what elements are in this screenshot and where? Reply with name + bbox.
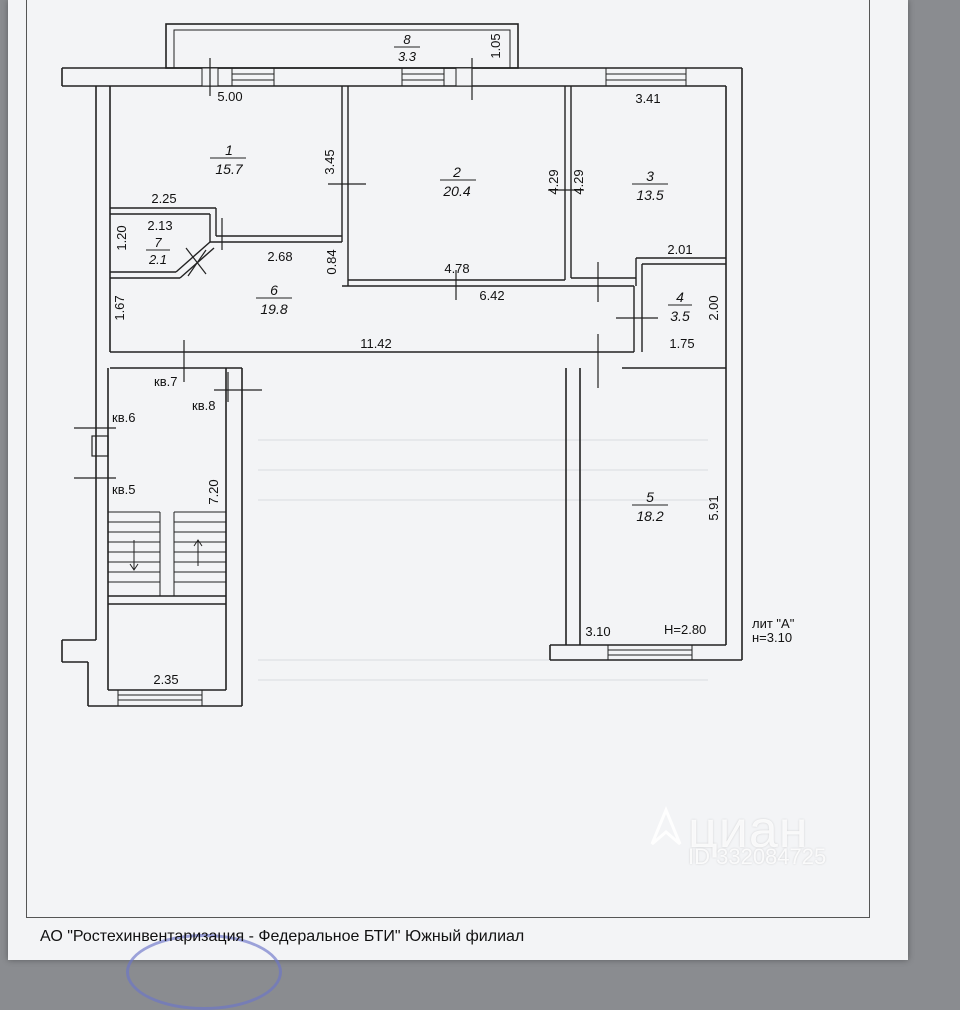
room-2-number: 2: [452, 164, 461, 180]
room-8-area: 3.3: [398, 49, 417, 64]
dim-room5-width: 3.10: [585, 624, 610, 639]
footer-organization: АО "Ростехинвентаризация - Федеральное Б…: [40, 928, 525, 945]
staircase: [108, 511, 226, 596]
page-frame: [26, 0, 870, 918]
dim-hall-step: 0.84: [324, 249, 339, 274]
room-6-area: 19.8: [260, 301, 287, 317]
liter-label: лит "А": [752, 616, 795, 631]
cian-logo-icon: [650, 806, 682, 846]
label-kv5: кв.5: [112, 482, 135, 497]
interior-walls: [108, 86, 726, 605]
room-1-area: 15.7: [215, 161, 243, 177]
room-number-rules: [146, 46, 692, 506]
room-7-area: 2.1: [148, 252, 167, 267]
document-page: 1 15.7 2 20.4 3 13.5 4 3.5 5 18.2 6 19.8…: [8, 0, 908, 1010]
label-kv8: кв.8: [192, 398, 215, 413]
room-5-number: 5: [646, 489, 654, 505]
dim-room7-width: 2.13: [147, 218, 172, 233]
room-8-number: 8: [403, 32, 411, 47]
dim-room3-top: 3.41: [635, 91, 660, 106]
room-1-number: 1: [225, 142, 233, 158]
dim-room5-height: 5.91: [706, 495, 721, 520]
dim-room2-left: 4.29: [546, 169, 561, 194]
windows: [117, 67, 693, 707]
dim-corridor-length: 6.42: [479, 288, 504, 303]
room-3-area: 13.5: [636, 187, 663, 203]
door-marks: [74, 58, 658, 479]
watermark-name: циан: [688, 801, 809, 859]
dim-room7-height: 1.20: [114, 225, 129, 250]
dim-room2-bottom: 4.78: [444, 261, 469, 276]
dim-room1-bottom: 2.25: [151, 191, 176, 206]
dim-room1-height: 3.45: [322, 149, 337, 174]
room-5-area: 18.2: [636, 508, 663, 524]
dim-room3-left: 4.29: [571, 169, 586, 194]
dim-balcony-depth: 1.05: [488, 33, 503, 58]
room-7-number: 7: [154, 235, 162, 250]
room-3-number: 3: [646, 168, 654, 184]
watermark-id: ID 332084725: [688, 844, 827, 869]
dim-hall-opening: 2.68: [267, 249, 292, 264]
background-rules: [258, 439, 708, 681]
dim-room1-top: 5.00: [217, 89, 242, 104]
dim-stair-length: 7.20: [206, 479, 221, 504]
room-4-area: 3.5: [670, 308, 690, 324]
dim-room4-width: 1.75: [669, 336, 694, 351]
dim-hall-length: 11.42: [360, 336, 392, 351]
room-2-area: 20.4: [442, 183, 470, 199]
label-kv6: кв.6: [112, 410, 135, 425]
floor-height: н=3.10: [752, 630, 792, 645]
label-kv7: кв.7: [154, 374, 177, 389]
dim-hall-height: 1.67: [112, 295, 127, 320]
ceiling-height: H=2.80: [664, 622, 706, 637]
dim-room3-bottom: 2.01: [667, 242, 692, 257]
dim-stair-width: 2.35: [153, 672, 178, 687]
room-4-number: 4: [676, 289, 684, 305]
balcony-outline: [165, 23, 519, 69]
room-6-number: 6: [270, 282, 278, 298]
floor-plan: 1 15.7 2 20.4 3 13.5 4 3.5 5 18.2 6 19.8…: [61, 23, 795, 707]
dim-room4-height: 2.00: [706, 295, 721, 320]
